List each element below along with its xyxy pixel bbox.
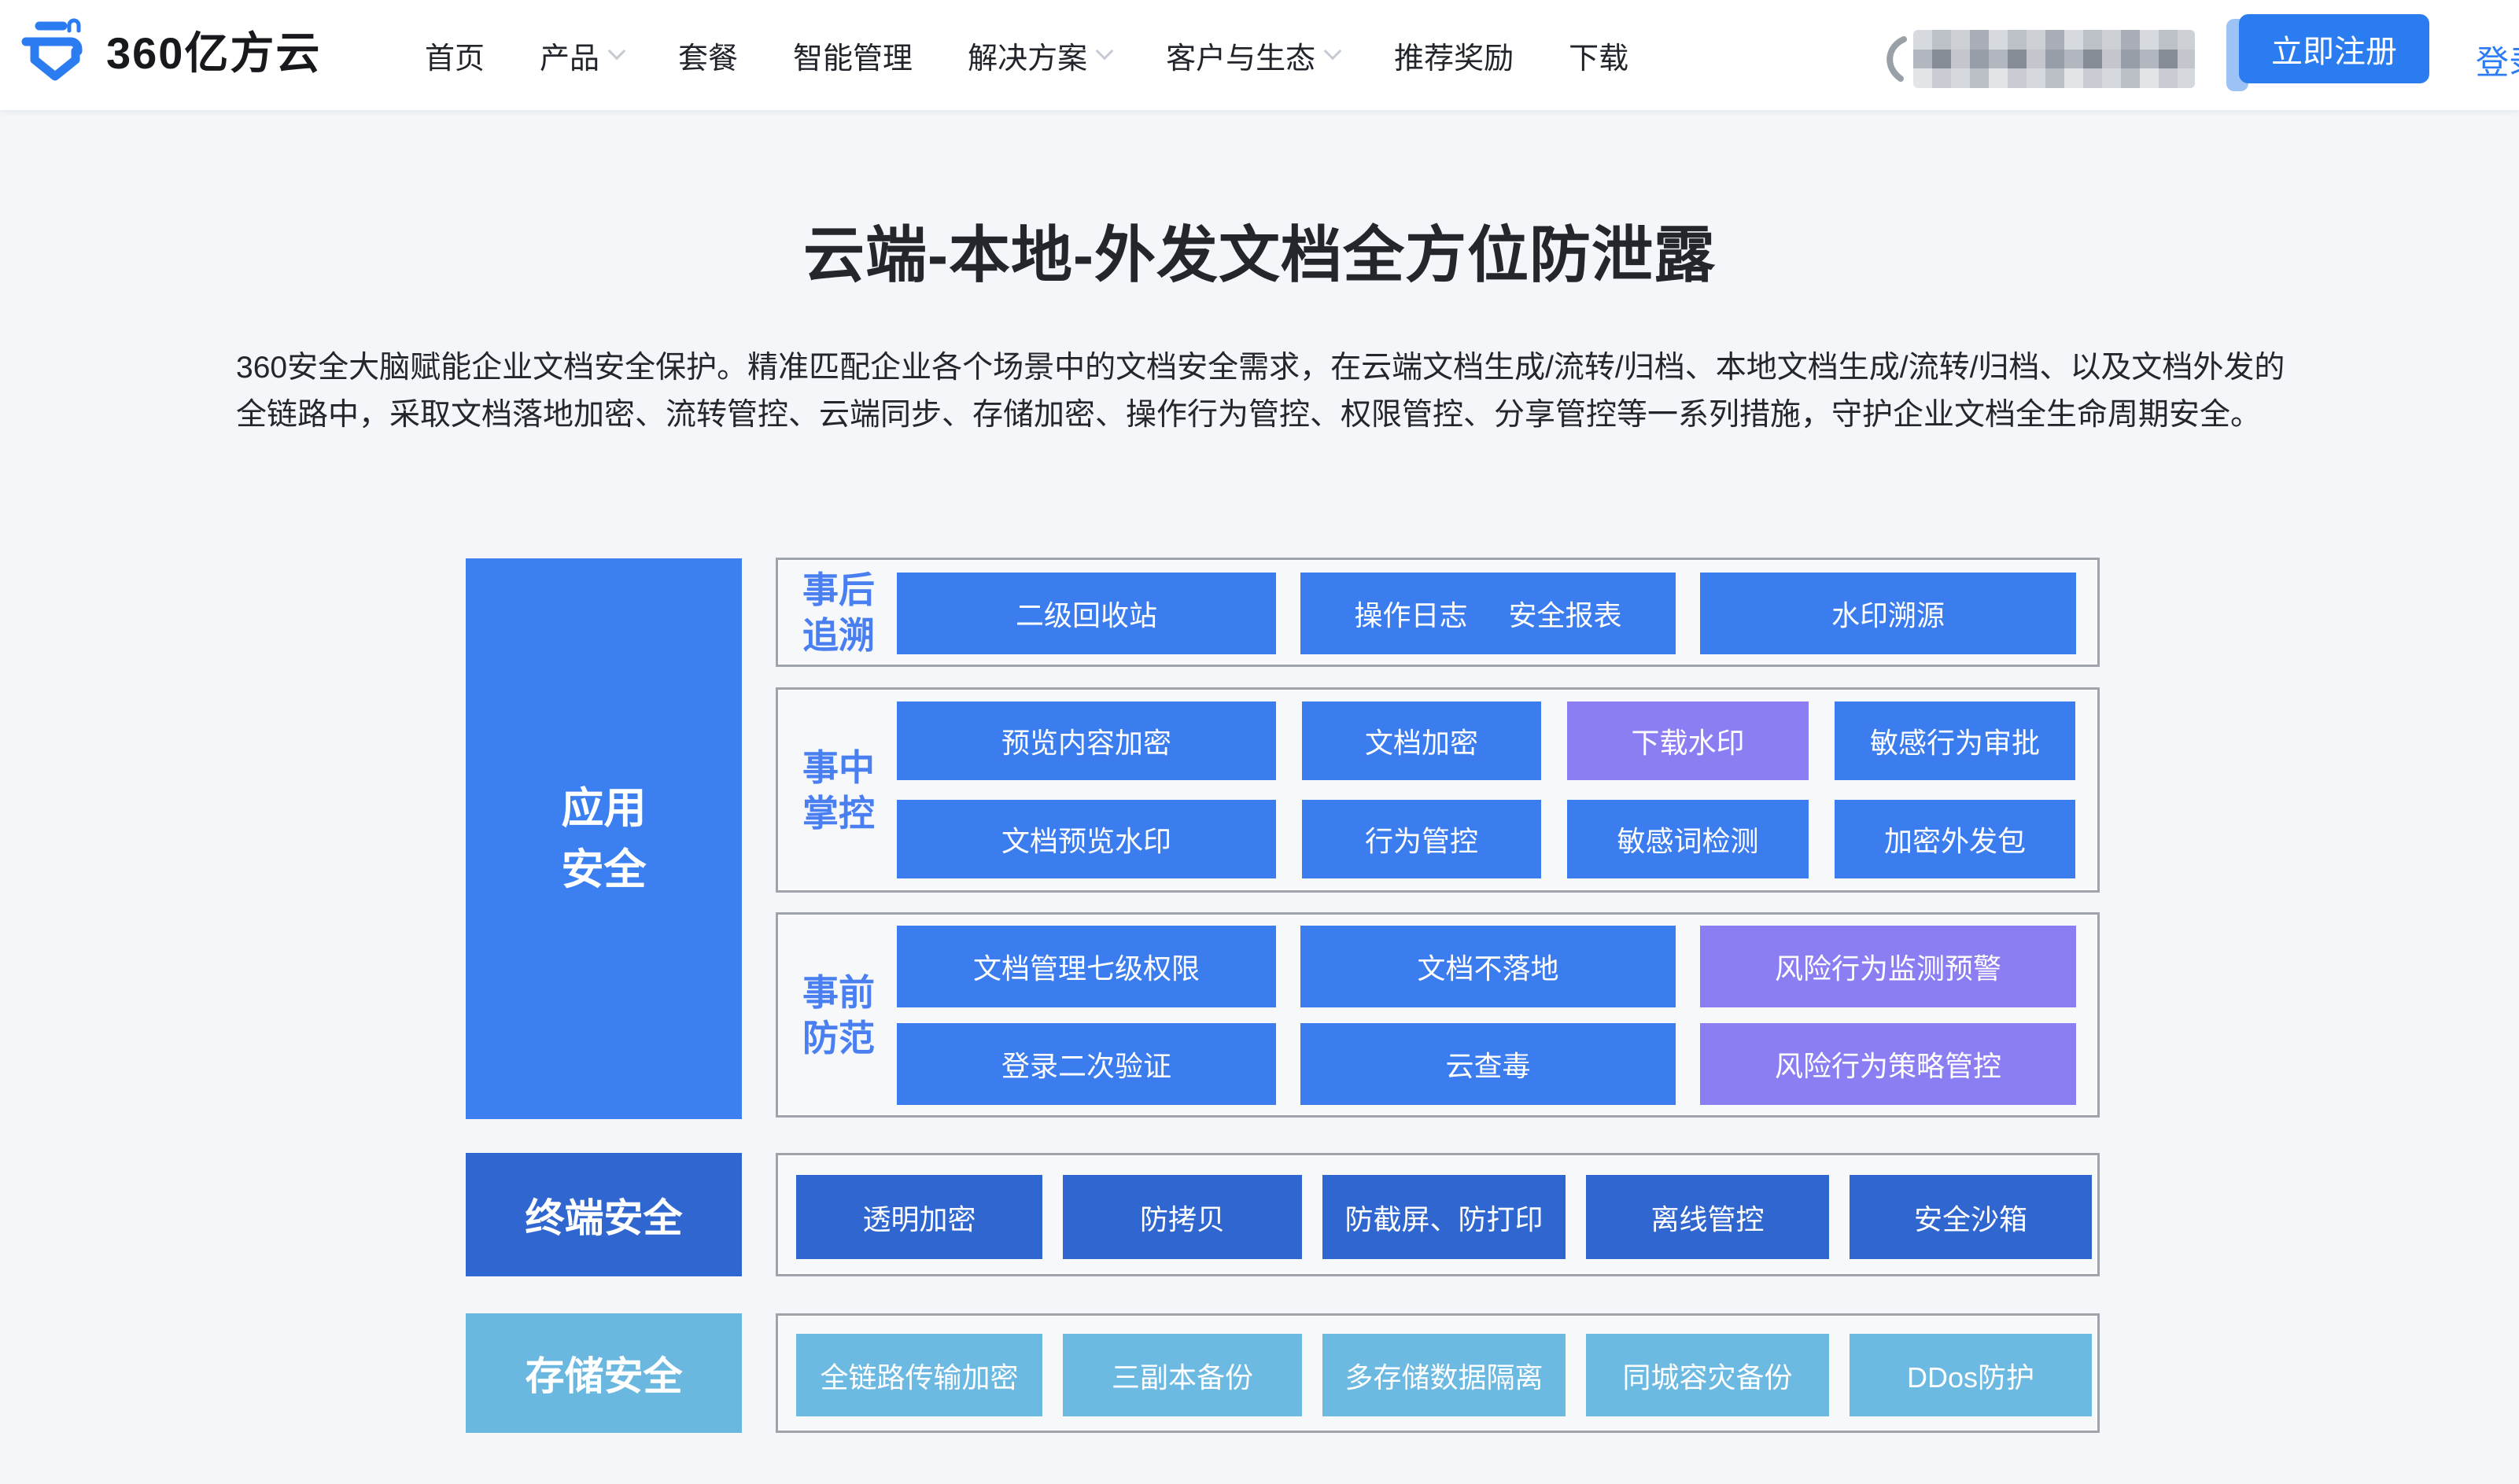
feature-box: 文档管理七级权限: [897, 926, 1276, 1007]
storage-security-container: 全链路传输加密 三副本备份 多存储数据隔离 同城容灾备份 DDos防护: [776, 1313, 2100, 1433]
feature-box: 预览内容加密: [897, 701, 1276, 780]
feature-box: 三副本备份: [1063, 1334, 1302, 1416]
nav-item-smart-management[interactable]: 智能管理: [793, 42, 913, 75]
feature-box: 安全沙箱: [1850, 1175, 2092, 1259]
feature-box: 二级回收站: [897, 573, 1276, 654]
terminal-security-container: 透明加密 防拷贝 防截屏、防打印 离线管控 安全沙箱: [776, 1153, 2100, 1276]
chevron-down-icon: [607, 42, 626, 61]
feature-box: 离线管控: [1586, 1175, 1829, 1259]
nav-item-solutions[interactable]: 解决方案: [968, 34, 1114, 77]
feature-box-highlight: 下载水印: [1567, 701, 1809, 780]
hero-section: 云端-本地-外发文档全方位防泄露 360安全大脑赋能企业文档安全保护。精准匹配企…: [0, 110, 2519, 439]
page-title: 云端-本地-外发文档全方位防泄露: [803, 220, 1716, 289]
feature-box: 敏感词检测: [1567, 800, 1809, 878]
pixelated-blur: [1913, 30, 2195, 88]
header: 360亿方云 首页 产品 套餐 智能管理 解决方案 客户与生态 推荐奖励 下载 …: [0, 0, 2519, 110]
phase-container-before: 事前 防范 文档管理七级权限 文档不落地 风险行为监测预警 登录二次验证 云查毒…: [776, 912, 2100, 1118]
category-storage-security: 存储安全: [466, 1313, 742, 1433]
category-application-security: 应用 安全: [466, 558, 742, 1119]
feature-box-highlight: 风险行为策略管控: [1700, 1023, 2076, 1105]
phase-label-during: 事中 掌控: [802, 746, 875, 834]
nav-item-referral-rewards[interactable]: 推荐奖励: [1394, 42, 1514, 75]
chevron-down-icon: [1095, 42, 1114, 61]
feature-box-highlight: 风险行为监测预警: [1700, 926, 2076, 1007]
register-button[interactable]: 立即注册: [2239, 14, 2429, 83]
chevron-down-icon: [1323, 42, 1342, 61]
blurred-phone-number: [1880, 28, 2203, 91]
phase-container-after: 事后 追溯 二级回收站 操作日志 安全报表 水印溯源: [776, 558, 2100, 667]
feature-box: DDos防护: [1850, 1334, 2092, 1416]
feature-box: 登录二次验证: [897, 1023, 1276, 1105]
feature-box: 防截屏、防打印: [1322, 1175, 1566, 1259]
logo-text: 360亿方云: [106, 28, 322, 78]
feature-box: 敏感行为审批: [1835, 701, 2075, 780]
phase-label-before: 事前 防范: [802, 971, 875, 1059]
nav-item-home[interactable]: 首页: [425, 42, 485, 75]
phone-icon: [1886, 36, 1907, 82]
nav-item-customers-ecosystem[interactable]: 客户与生态: [1166, 34, 1342, 77]
feature-box: 防拷贝: [1063, 1175, 1302, 1259]
category-terminal-security: 终端安全: [466, 1153, 742, 1276]
feature-box: 加密外发包: [1835, 800, 2075, 878]
feature-box: 行为管控: [1302, 800, 1541, 878]
feature-box: 文档预览水印: [897, 800, 1276, 878]
feature-box: 多存储数据隔离: [1322, 1334, 1566, 1416]
feature-box: 同城容灾备份: [1586, 1334, 1829, 1416]
feature-box: 云查毒: [1300, 1023, 1676, 1105]
nav-item-products[interactable]: 产品: [540, 34, 626, 77]
phase-label-after: 事后 追溯: [802, 569, 875, 656]
phase-container-during: 事中 掌控 预览内容加密 文档加密 下载水印 敏感行为审批 文档预览水印 行为管…: [776, 687, 2100, 893]
feature-box: 全链路传输加密: [796, 1334, 1042, 1416]
nav-item-download[interactable]: 下载: [1569, 42, 1629, 75]
page-description: 360安全大脑赋能企业文档安全保护。精准匹配企业各个场景中的文档安全需求，在云端…: [236, 351, 2285, 432]
feature-box: 水印溯源: [1700, 573, 2076, 654]
logo[interactable]: 360亿方云: [21, 17, 321, 82]
feature-box: 文档不落地: [1300, 926, 1676, 1007]
feature-box: 文档加密: [1302, 701, 1541, 780]
feature-box: 操作日志 安全报表: [1300, 573, 1676, 654]
login-link[interactable]: 登录: [2476, 44, 2519, 81]
main-nav: 首页 产品 套餐 智能管理 解决方案 客户与生态 推荐奖励 下载: [425, 0, 1628, 110]
nav-item-plans[interactable]: 套餐: [678, 42, 739, 75]
feature-box: 透明加密: [796, 1175, 1042, 1259]
logo-icon: [21, 18, 83, 81]
